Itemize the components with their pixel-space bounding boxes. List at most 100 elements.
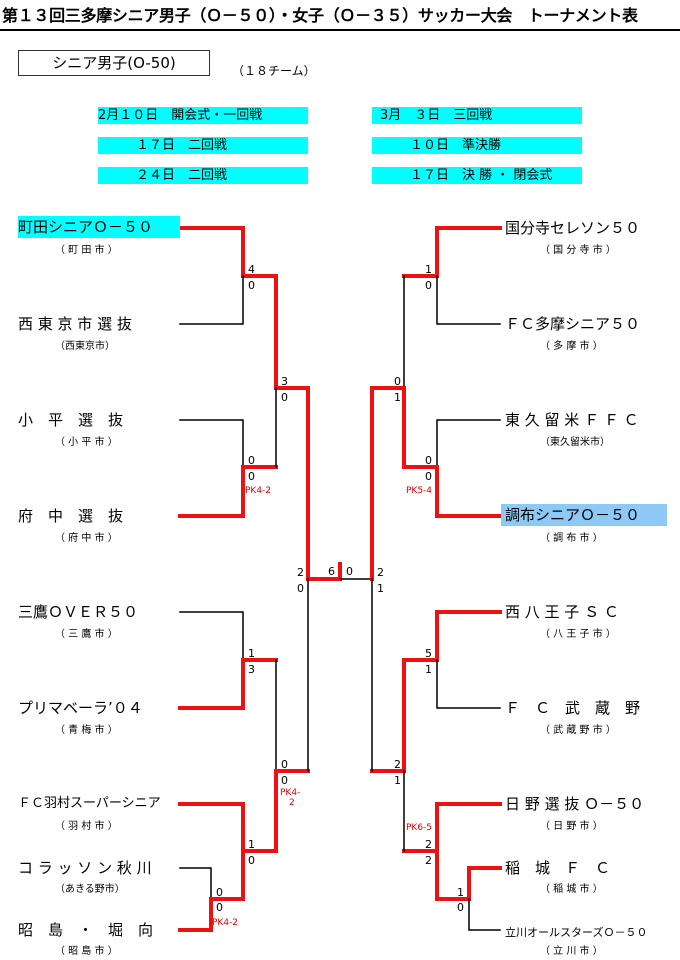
city-right-8: （ 稲 城 市 ） bbox=[540, 884, 603, 895]
schedule-item: 3月 ３日 三回戦 bbox=[372, 107, 582, 124]
team-right-1: 国分寺セレソン５０ bbox=[505, 219, 641, 237]
score: 0 bbox=[248, 279, 255, 292]
score: 0 bbox=[281, 758, 288, 771]
category-label: シニア男子(O-50) bbox=[18, 50, 210, 76]
city-left-1: （ 町 田 市 ） bbox=[55, 245, 118, 256]
city-left-3: （ 小 平 市 ） bbox=[55, 437, 118, 448]
team-count: （１８チーム） bbox=[232, 64, 316, 78]
bracket-line-hino bbox=[402, 802, 502, 853]
team-right-7: 日 野 選 抜 Ｏ－５０ bbox=[505, 795, 645, 813]
team-right-8: 稲 城 Ｆ Ｃ bbox=[505, 859, 611, 877]
team-left-3: 小 平 選 抜 bbox=[18, 411, 124, 429]
team-left-1: 町田シニアＯ－５０ bbox=[18, 216, 180, 238]
city-left-7: （ 羽 村 市 ） bbox=[55, 821, 118, 832]
bracket-line-l-r2-b-bot bbox=[274, 769, 310, 853]
score: 0 bbox=[297, 582, 304, 595]
bracket-line-kodaira bbox=[179, 419, 244, 468]
bracket-line-nishitokyo bbox=[179, 275, 244, 325]
score: 1 bbox=[394, 774, 401, 787]
score: 0 bbox=[457, 901, 464, 914]
score: 0 bbox=[248, 854, 255, 867]
city-right-9: （ 立 川 市 ） bbox=[540, 946, 603, 957]
score: 0 bbox=[281, 391, 288, 404]
score: 0 bbox=[248, 454, 255, 467]
team-left-5: 三鷹ＯＶＥＲ５０ bbox=[18, 603, 139, 621]
bracket-line-inagi bbox=[435, 849, 502, 901]
score: 1 bbox=[425, 663, 432, 676]
bracket-line-tachikawa bbox=[468, 898, 501, 931]
pk-label: PK4- bbox=[280, 788, 301, 798]
pk-label: PK4-2 bbox=[245, 486, 272, 496]
score: 1 bbox=[425, 263, 432, 276]
score: 1 bbox=[394, 391, 401, 404]
bracket-line-r-r2-b-top bbox=[370, 658, 406, 773]
bracket-line-l-r2-top bbox=[274, 274, 310, 390]
bracket-line-machida bbox=[178, 226, 278, 278]
score: 1 bbox=[248, 838, 255, 851]
team-right-6: Ｆ Ｃ 武 蔵 野 bbox=[505, 699, 641, 717]
score: 2 bbox=[394, 758, 401, 771]
schedule-item: １７日 決 勝 ・ 閉会式 bbox=[372, 167, 582, 184]
score: 3 bbox=[248, 663, 255, 676]
team-left-9: 昭 島 ・ 堀 向 bbox=[18, 921, 154, 939]
schedule-item: １７日 二回戦 bbox=[98, 137, 308, 154]
score: 3 bbox=[281, 375, 288, 388]
page-title: 第１３回三多摩シニア男子（Ｏ－５０）・女子（Ｏ－３５）サッカー大会 トーナメント… bbox=[2, 6, 638, 25]
bracket-line-kokubunji bbox=[402, 226, 502, 278]
team-left-7: ＦＣ羽村スーパーシニア bbox=[18, 796, 161, 811]
final-score-left: 6 bbox=[328, 565, 335, 578]
final-score-right: 0 bbox=[346, 565, 353, 578]
bracket-line-akigawa bbox=[179, 867, 212, 900]
team-left-2: 西 東 京 市 選 抜 bbox=[18, 315, 132, 333]
bracket-line-nishihachioji bbox=[402, 610, 502, 662]
bracket-line-musashino bbox=[436, 659, 501, 709]
score: 1 bbox=[457, 886, 464, 899]
city-right-7: （ 日 野 市 ） bbox=[540, 821, 603, 832]
score: 2 bbox=[377, 566, 384, 579]
bracket-line-higashi bbox=[436, 419, 501, 468]
team-right-9: 立川オールスターズＯ－５０ bbox=[505, 926, 648, 939]
team-right-2: ＦＣ多摩シニア５０ bbox=[505, 315, 641, 333]
score: 0 bbox=[425, 454, 432, 467]
score: 2 bbox=[425, 838, 432, 851]
pk-label: PK5-4 bbox=[406, 486, 433, 496]
score: 0 bbox=[216, 901, 223, 914]
city-right-4: （ 調 布 市 ） bbox=[540, 533, 603, 544]
score: 2 bbox=[425, 854, 432, 867]
bracket-line-akishima bbox=[178, 849, 245, 932]
pk-label: PK6-5 bbox=[406, 823, 433, 833]
schedule-item: 2月１０日 開会式・一回戦 bbox=[98, 107, 308, 124]
team-right-5: 西 八 王 子 Ｓ Ｃ bbox=[505, 603, 619, 621]
city-left-5: （ 三 鷹 市 ） bbox=[55, 629, 118, 640]
city-right-5: （ 八 王 子 市 ） bbox=[540, 629, 616, 640]
city-right-1: （ 国 分 寺 市 ） bbox=[540, 245, 616, 256]
score: 1 bbox=[248, 647, 255, 660]
score: 0 bbox=[425, 279, 432, 292]
pk-label: 2 bbox=[289, 798, 295, 808]
bracket-line-prima bbox=[178, 658, 278, 710]
city-left-2: （西東京市） bbox=[55, 341, 115, 352]
city-left-9: （ 昭 島 市 ） bbox=[55, 946, 118, 957]
city-right-2: （ 多 摩 市 ） bbox=[540, 341, 603, 352]
city-left-4: （ 府 中 市 ） bbox=[55, 533, 118, 544]
schedule-item: ２４日 二回戦 bbox=[98, 167, 308, 184]
score: 0 bbox=[216, 886, 223, 899]
team-left-8: コ ラ ッ ソ ン 秋 川 bbox=[18, 859, 152, 877]
team-left-4: 府 中 選 抜 bbox=[18, 507, 124, 525]
bracket-line-hamura bbox=[178, 802, 278, 853]
bracket-line-l-semi-top bbox=[306, 386, 342, 581]
city-left-8: （あきる野市） bbox=[55, 884, 125, 895]
team-left-6: プリマベーラ’０４ bbox=[18, 699, 143, 717]
score: 2 bbox=[297, 566, 304, 579]
score: 1 bbox=[377, 582, 384, 595]
score: 0 bbox=[248, 470, 255, 483]
team-right-3: 東 久 留 米 Ｆ Ｆ Ｃ bbox=[505, 411, 639, 429]
bracket-line-mitaka bbox=[179, 611, 244, 661]
pk-label: PK4-2 bbox=[212, 918, 239, 928]
team-right-4: 調布シニアＯ－５０ bbox=[501, 504, 667, 526]
score: 0 bbox=[425, 470, 432, 483]
city-right-6: （ 武 蔵 野 市 ） bbox=[540, 725, 616, 736]
title-rule bbox=[0, 29, 680, 31]
city-left-6: （ 青 梅 市 ） bbox=[55, 725, 118, 736]
